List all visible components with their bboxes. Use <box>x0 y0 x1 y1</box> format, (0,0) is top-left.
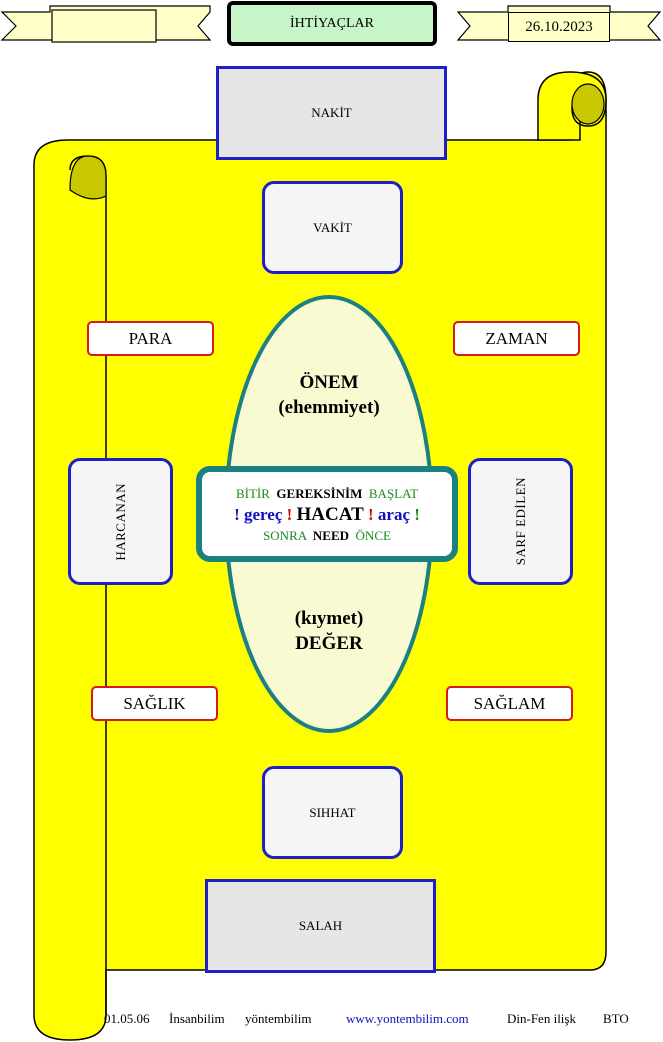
excl-2: ! <box>286 504 293 524</box>
excl-3: ! <box>368 504 374 524</box>
gereksinim-text: GEREKSİNİM <box>276 485 363 501</box>
center-row-3: SONRA NEED ÖNCE <box>263 526 391 545</box>
left-ribbon-center <box>51 9 157 43</box>
onem-line: ÖNEM <box>299 372 359 393</box>
bitir-text: BİTİR <box>235 485 270 501</box>
harcanan-label: HARCANAN <box>112 482 128 561</box>
vakit-box: VAKİT <box>262 181 403 274</box>
zaman-label: ZAMAN <box>485 328 548 348</box>
salah-box: SALAH <box>205 879 436 973</box>
title-text: İHTİYAÇLAR <box>290 15 374 31</box>
excl-4: ! <box>414 504 420 524</box>
center-row-1: BİTİR GEREKSİNİM BAŞLAT <box>236 484 418 503</box>
kiymet-line: (kıymet) <box>294 608 364 629</box>
ehemmiyet-line: (ehemmiyet) <box>278 397 380 418</box>
para-label: PARA <box>128 328 173 348</box>
footer-dinfen: Din-Fen ilişk <box>507 1011 576 1026</box>
footer-date: 01.05.06 <box>104 1011 150 1026</box>
footer-insanbilim: İnsanbilim <box>169 1011 225 1026</box>
footer-bto: BTO <box>603 1011 629 1026</box>
baslat-text: BAŞLAT <box>368 485 419 501</box>
center-box: BİTİR GEREKSİNİM BAŞLAT ! gereç ! HACAT … <box>196 466 458 562</box>
vakit-label: VAKİT <box>313 219 352 235</box>
saglik-box: SAĞLIK <box>91 686 218 721</box>
date-box: 26.10.2023 <box>508 12 610 42</box>
sarf-edilen-label: SARF EDİLEN <box>512 477 528 566</box>
arac-text: araç <box>377 504 411 524</box>
gerec-text: gereç <box>243 504 283 524</box>
sarf-edilen-box: SARF EDİLEN <box>468 458 573 585</box>
sonra-text: SONRA <box>263 527 307 543</box>
center-row-2: ! gereç ! HACAT ! araç ! <box>234 505 420 524</box>
date-text: 26.10.2023 <box>525 18 593 35</box>
deger-line: DEĞER <box>295 633 363 654</box>
saglik-label: SAĞLIK <box>123 693 186 713</box>
sihhat-box: SIHHAT <box>262 766 403 859</box>
saglam-label: SAĞLAM <box>473 693 546 713</box>
excl-1: ! <box>234 504 240 524</box>
nakit-box: NAKİT <box>216 66 447 160</box>
need-text: NEED <box>312 527 350 543</box>
salah-label: SALAH <box>298 918 343 933</box>
hacat-text: HACAT <box>296 503 364 525</box>
saglam-box: SAĞLAM <box>446 686 573 721</box>
once-text: ÖNCE <box>355 527 391 543</box>
deger-text: (kıymet) DEĞER <box>226 606 432 656</box>
onem-text: ÖNEM (ehemmiyet) <box>226 370 432 420</box>
footer-website-link[interactable]: www.yontembilim.com <box>346 1011 469 1026</box>
harcanan-box: HARCANAN <box>68 458 173 585</box>
zaman-box: ZAMAN <box>453 321 580 356</box>
nakit-label: NAKİT <box>311 105 352 120</box>
sihhat-label: SIHHAT <box>309 804 356 820</box>
footer-yontembilim: yöntembilim <box>245 1011 312 1026</box>
page-title: İHTİYAÇLAR <box>227 1 437 46</box>
para-box: PARA <box>87 321 214 356</box>
